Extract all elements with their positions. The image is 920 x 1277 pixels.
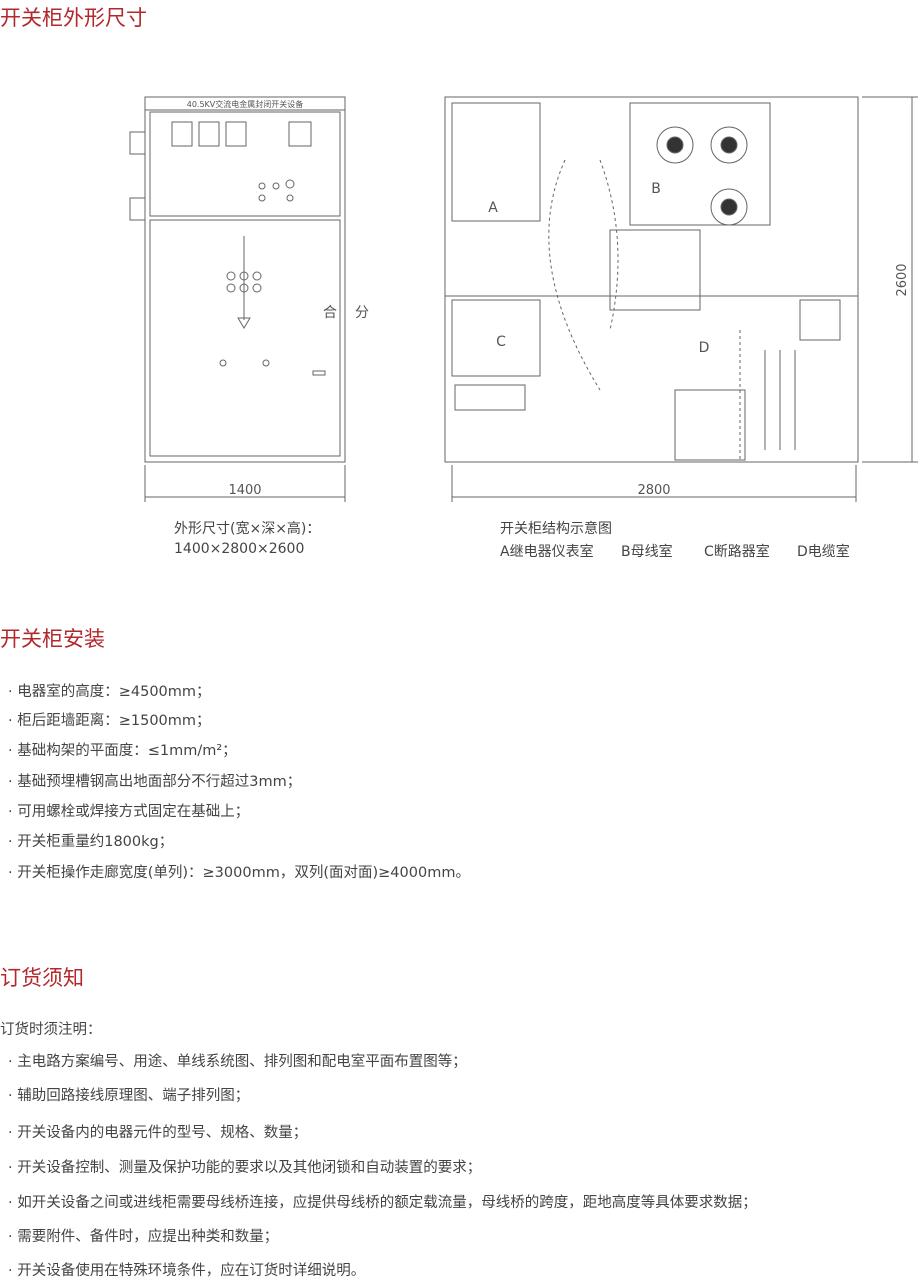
room-c-label: C — [496, 334, 506, 350]
width-dimension: 1400 — [228, 483, 261, 498]
room-b-label: B — [651, 181, 661, 197]
caption-dimensions-label: 外形尺寸(宽×深×高)： — [174, 521, 321, 537]
section-title-order: 订货须知 — [0, 966, 84, 990]
order-item: · 主电路方案编号、用途、单线系统图、排列图和配电室平面布置图等； — [8, 1054, 467, 1070]
depth-dimension: 2800 — [637, 483, 670, 498]
room-d-label: D — [699, 340, 710, 356]
legend-d: D电缆室 — [797, 544, 850, 560]
section-title-install: 开关柜安装 — [0, 627, 105, 651]
order-item: · 开关设备控制、测量及保护功能的要求以及其他闭锁和自动装置的要求； — [8, 1160, 482, 1176]
legend-a: A继电器仪表室 — [500, 544, 594, 560]
install-item: · 基础构架的平面度：≤1mm/m²； — [8, 743, 237, 759]
front-view-drawing: 40.5KV交流电金属封闭开关设备 合 分 1400 — [129, 96, 369, 502]
room-a-label: A — [488, 200, 498, 216]
section-title-dimensions: 开关柜外形尺寸 — [0, 6, 147, 30]
install-item: · 开关柜操作走廊宽度(单列)：≥3000mm，双列(面对面)≥4000mm。 — [8, 865, 470, 881]
install-item: · 开关柜重量约1800kg； — [8, 834, 174, 850]
order-item: · 辅助回路接线原理图、端子排列图； — [8, 1088, 250, 1104]
caption-dimensions-value: 1400×2800×2600 — [174, 541, 305, 557]
legend-b: B母线室 — [621, 544, 673, 560]
height-dimension: 2600 — [895, 263, 910, 296]
order-item: · 开关设备内的电器元件的型号、规格、数量； — [8, 1125, 308, 1141]
cabinet-drawings: 40.5KV交流电金属封闭开关设备 合 分 1400 A B C D 2800 … — [129, 96, 918, 502]
order-intro: 订货时须注明： — [0, 1022, 102, 1038]
install-item: · 可用螺栓或焊接方式固定在基础上； — [8, 804, 250, 820]
install-item: · 柜后距墙距离：≥1500mm； — [8, 713, 211, 729]
switch-close-label: 合 — [323, 305, 337, 321]
order-item: · 开关设备使用在特殊环境条件，应在订货时详细说明。 — [8, 1263, 366, 1277]
order-item: · 如开关设备之间或进线柜需要母线桥连接，应提供母线桥的额定载流量，母线桥的跨度… — [8, 1195, 757, 1211]
front-label: 40.5KV交流电金属封闭开关设备 — [187, 99, 304, 109]
switch-open-label: 分 — [355, 305, 369, 321]
caption-structure-title: 开关柜结构示意图 — [500, 521, 612, 537]
side-view-drawing: A B C D 2800 2600 — [444, 96, 918, 502]
install-item: · 基础预埋槽钢高出地面部分不行超过3mm； — [8, 774, 302, 790]
order-item: · 需要附件、备件时，应提出种类和数量； — [8, 1229, 279, 1245]
install-item: · 电器室的高度：≥4500mm； — [8, 684, 211, 700]
legend-c: C断路器室 — [704, 544, 770, 560]
